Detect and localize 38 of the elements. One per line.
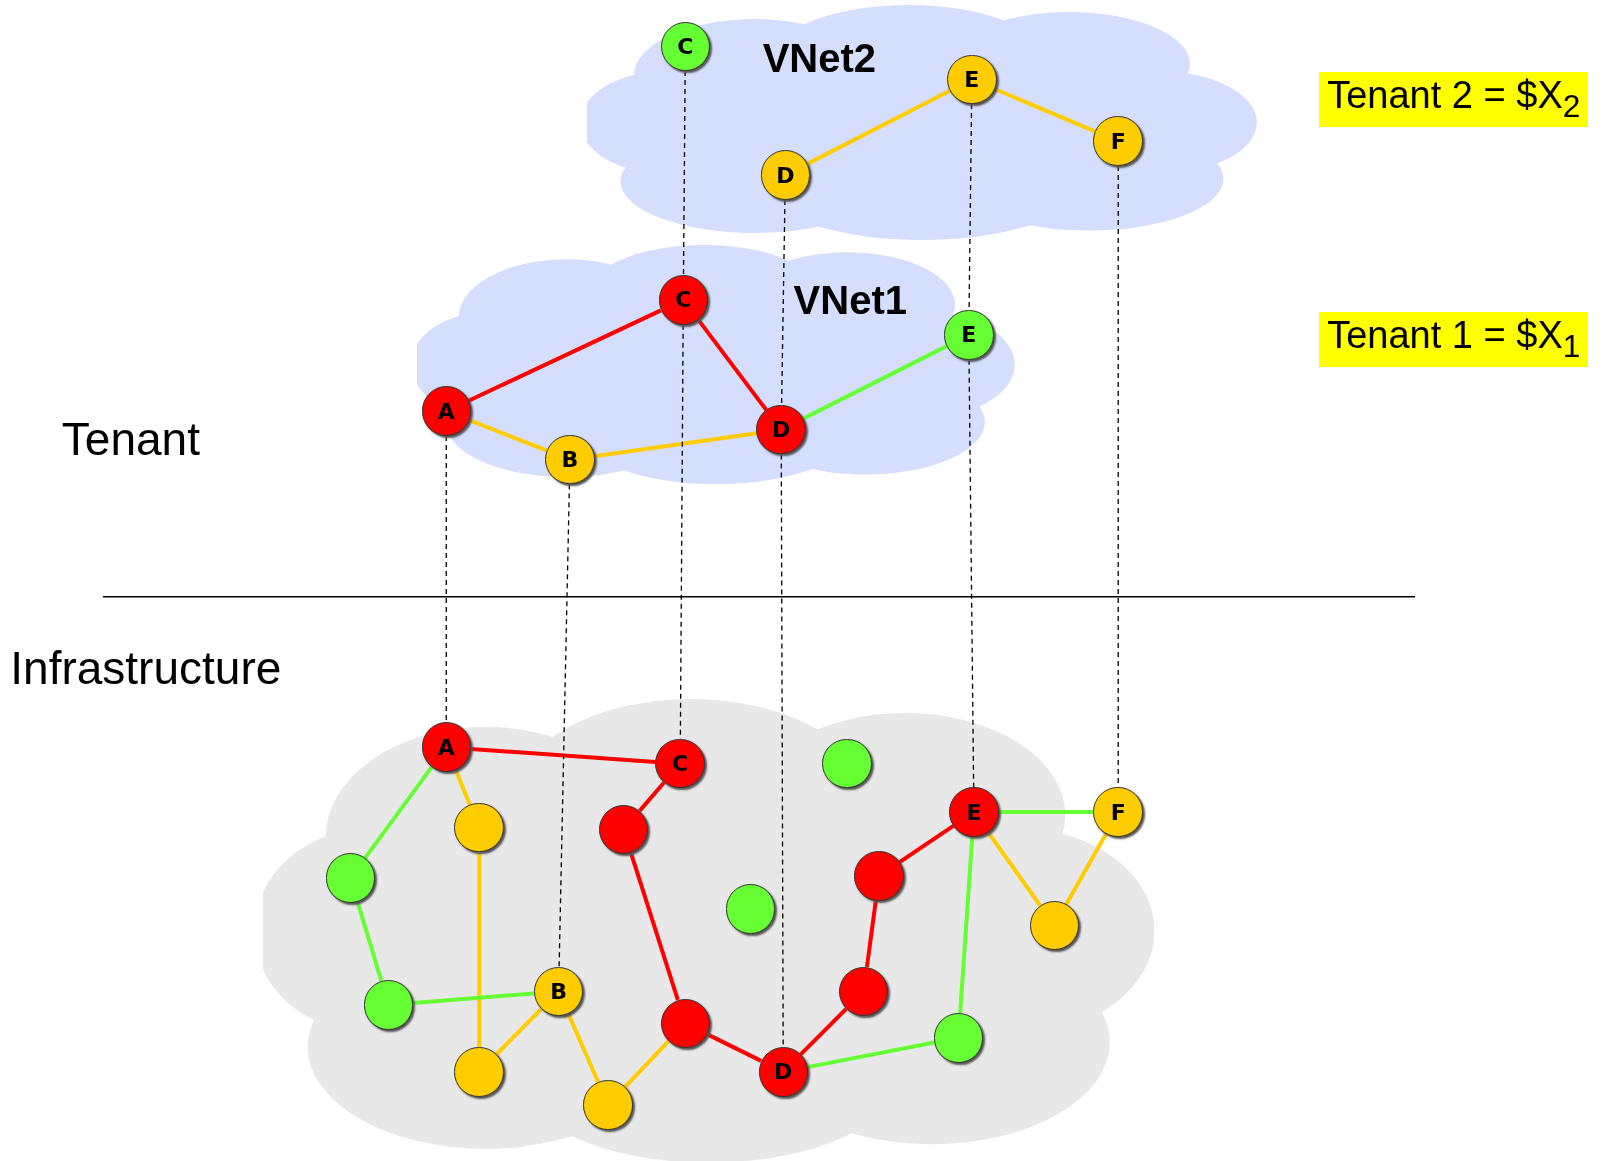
- link-line: [467, 308, 662, 403]
- dashed-connector: [968, 359, 975, 789]
- link-line: [477, 852, 482, 1048]
- link-line: [566, 1013, 600, 1083]
- network-node: F: [1093, 787, 1143, 837]
- link-line: [495, 1007, 543, 1056]
- dashed-connector: [558, 483, 571, 968]
- link-line: [806, 88, 951, 166]
- layer-label: Infrastructure: [10, 641, 282, 696]
- link-line: [807, 1040, 935, 1070]
- link-line: [638, 781, 666, 813]
- link-line: [1064, 832, 1108, 905]
- link-line: [993, 87, 1097, 134]
- link-line: [998, 810, 1094, 815]
- link-line: [413, 991, 535, 1005]
- dashed-connector: [780, 199, 786, 406]
- dashed-connector: [682, 70, 686, 276]
- link-line: [706, 1032, 762, 1063]
- link-line: [898, 824, 955, 864]
- link-line: [799, 1007, 848, 1056]
- cost-note: Tenant 2 = $X$_{2}$: [1319, 72, 1589, 127]
- cost-note: Tenant 1 = $X$_{1}$: [1319, 312, 1589, 367]
- link-line: [696, 318, 768, 412]
- layer-label: Tenant: [61, 412, 200, 467]
- cloud-title: VNet1: [793, 278, 907, 324]
- link-line: [623, 1039, 670, 1089]
- link-line: [629, 852, 680, 1001]
- link-line: [594, 431, 757, 459]
- link-line: [468, 418, 548, 453]
- link-line: [958, 836, 975, 1014]
- link-line: [453, 769, 472, 806]
- link-line: [864, 900, 878, 968]
- cloud-title: VNet2: [762, 36, 877, 82]
- link-line: [802, 344, 948, 421]
- link-line: [355, 901, 384, 982]
- link-line: [986, 831, 1042, 907]
- link-line: [470, 746, 656, 764]
- link-line: [363, 765, 434, 860]
